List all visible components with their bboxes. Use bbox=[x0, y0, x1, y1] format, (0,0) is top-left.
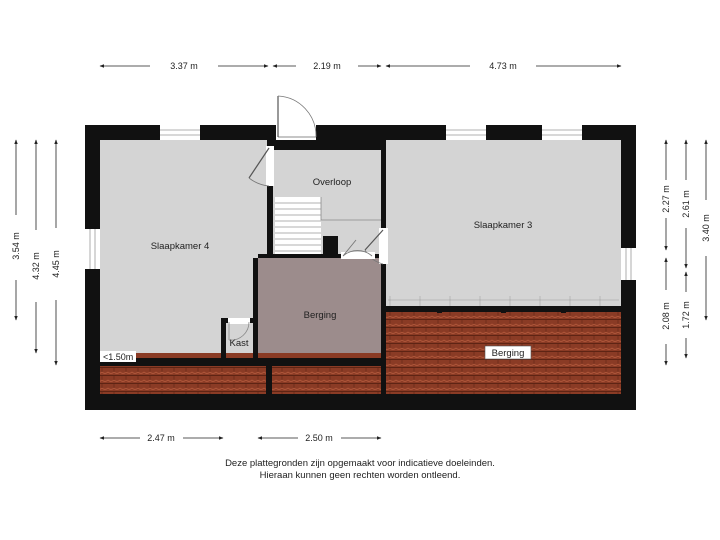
label-overloop: Overloop bbox=[313, 177, 352, 188]
dim-top-3: 4.73 m bbox=[489, 61, 517, 71]
kneewall-hatching bbox=[388, 296, 619, 306]
dim-top-1: 3.37 m bbox=[170, 61, 198, 71]
dim-left-3: 4.45 m bbox=[51, 250, 61, 278]
label-slaapkamer-4: Slaapkamer 4 bbox=[151, 241, 210, 252]
dim-right-inner-1: 2.27 m bbox=[661, 185, 671, 213]
dim-right-inner-2: 2.08 m bbox=[661, 302, 671, 330]
dim-right-outer: 3.40 m bbox=[701, 214, 711, 242]
label-berging-right: Berging bbox=[492, 348, 525, 359]
wall-top-overloop bbox=[273, 139, 381, 150]
dim-bottom-2: 2.50 m bbox=[305, 433, 333, 443]
window-top-mid bbox=[446, 125, 486, 140]
door-slaapkamer-4 bbox=[248, 146, 274, 187]
kneewall-posts bbox=[437, 306, 566, 313]
stair-post bbox=[323, 236, 338, 256]
entry-door bbox=[276, 95, 317, 140]
wall-right-overloop bbox=[381, 140, 386, 395]
wall-berging-left bbox=[253, 258, 258, 358]
slaapkamer-4-floor bbox=[100, 140, 267, 353]
disclaimer-line-2: Hieraan kunnen geen rechten worden ontle… bbox=[259, 470, 461, 481]
door-berging bbox=[341, 239, 375, 259]
wall-bottom-room4 bbox=[100, 358, 381, 366]
dim-top-2: 2.19 m bbox=[313, 61, 341, 71]
window-right bbox=[621, 248, 636, 280]
dimension-lines-right bbox=[664, 139, 708, 366]
dimension-lines-left bbox=[14, 139, 58, 366]
roof-strip-left bbox=[100, 366, 266, 394]
roof-sliver-mid bbox=[258, 353, 381, 358]
door-kast bbox=[228, 318, 250, 341]
roof-strip-mid bbox=[272, 366, 381, 394]
wall-left-overloop bbox=[267, 140, 273, 258]
berging-right-badge: Berging bbox=[484, 345, 532, 360]
roof-sliver-left bbox=[100, 353, 266, 358]
dim-right-mid-2: 1.72 m bbox=[681, 301, 691, 329]
wall-berging-top bbox=[258, 254, 381, 258]
staircase bbox=[275, 197, 381, 254]
window-top-right bbox=[542, 125, 582, 140]
label-low-height: <1.50m bbox=[103, 352, 133, 362]
label-berging-mid: Berging bbox=[304, 310, 337, 321]
dim-bottom-1: 2.47 m bbox=[147, 433, 175, 443]
window-left bbox=[85, 229, 100, 269]
dim-right-mid-1: 2.61 m bbox=[681, 190, 691, 218]
slaapkamer-3-floor bbox=[386, 140, 621, 306]
dim-left-1: 3.54 m bbox=[11, 232, 21, 260]
berging-mid-floor bbox=[258, 258, 381, 353]
label-slaapkamer-3: Slaapkamer 3 bbox=[474, 220, 533, 231]
wall-divider-strip bbox=[266, 362, 272, 395]
window-top-left bbox=[160, 125, 200, 140]
disclaimer-line-1: Deze plattegronden zijn opgemaakt voor i… bbox=[225, 458, 495, 469]
label-kast: Kast bbox=[229, 338, 248, 349]
dim-left-2: 4.32 m bbox=[31, 252, 41, 280]
wall-kast-left bbox=[221, 318, 226, 358]
low-height-badge: <1.50m bbox=[100, 351, 136, 362]
